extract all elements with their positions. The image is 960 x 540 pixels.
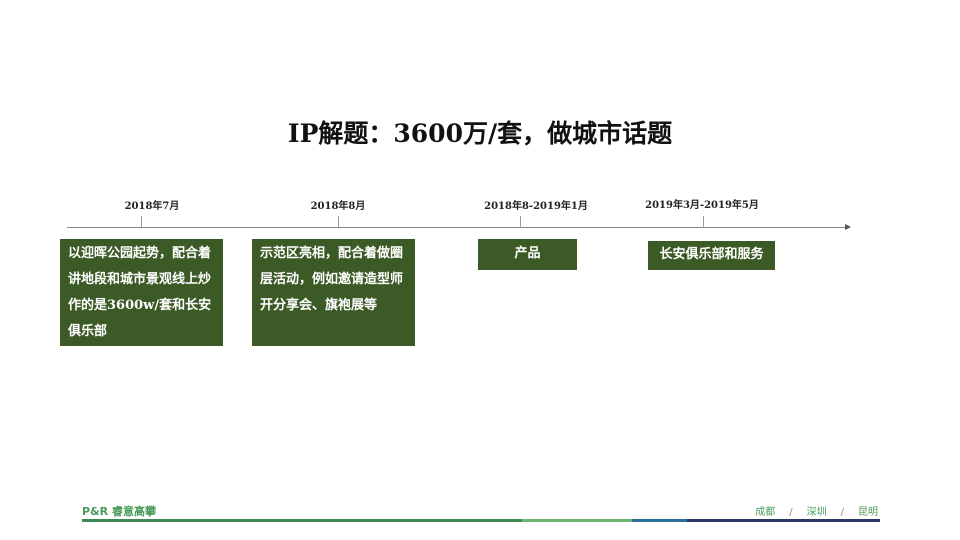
timeline-date: 2018年8-2019年1月 <box>484 201 588 212</box>
timeline-tick <box>520 216 521 227</box>
timeline-date: 2018年7月 <box>124 201 180 212</box>
footer-bar <box>522 519 632 522</box>
footer-bar <box>82 519 522 522</box>
footer-bar <box>687 519 880 522</box>
separator: / <box>789 507 793 518</box>
footer-bar <box>632 519 687 522</box>
city-list: 成都 / 深圳 / 昆明 <box>755 503 878 518</box>
timeline-date: 2019年3月-2019年5月 <box>645 200 759 211</box>
separator: / <box>840 507 844 518</box>
city: 深圳 <box>806 507 827 518</box>
arrow-icon <box>845 224 851 230</box>
city: 昆明 <box>858 507 878 518</box>
timeline-axis <box>67 227 845 228</box>
city: 成都 <box>755 507 776 518</box>
timeline-tick <box>338 216 339 227</box>
timeline-card: 以迎晖公园起势，配合着讲地段和城市景观线上炒作的是3600w/套和长安俱乐部 <box>60 239 223 346</box>
timeline-card: 产品 <box>478 239 577 270</box>
company-logo: P&R 睿意高攀 <box>82 505 156 518</box>
slide-title: IP解题：3600万/套，做城市话题 <box>287 119 673 148</box>
timeline-card: 长安俱乐部和服务 <box>648 241 775 270</box>
timeline-card: 示范区亮相，配合着做圈层活动，例如邀请造型师开分享会、旗袍展等 <box>252 239 415 346</box>
timeline-date: 2018年8月 <box>310 201 366 212</box>
timeline-tick <box>141 216 142 227</box>
timeline-tick <box>703 216 704 227</box>
